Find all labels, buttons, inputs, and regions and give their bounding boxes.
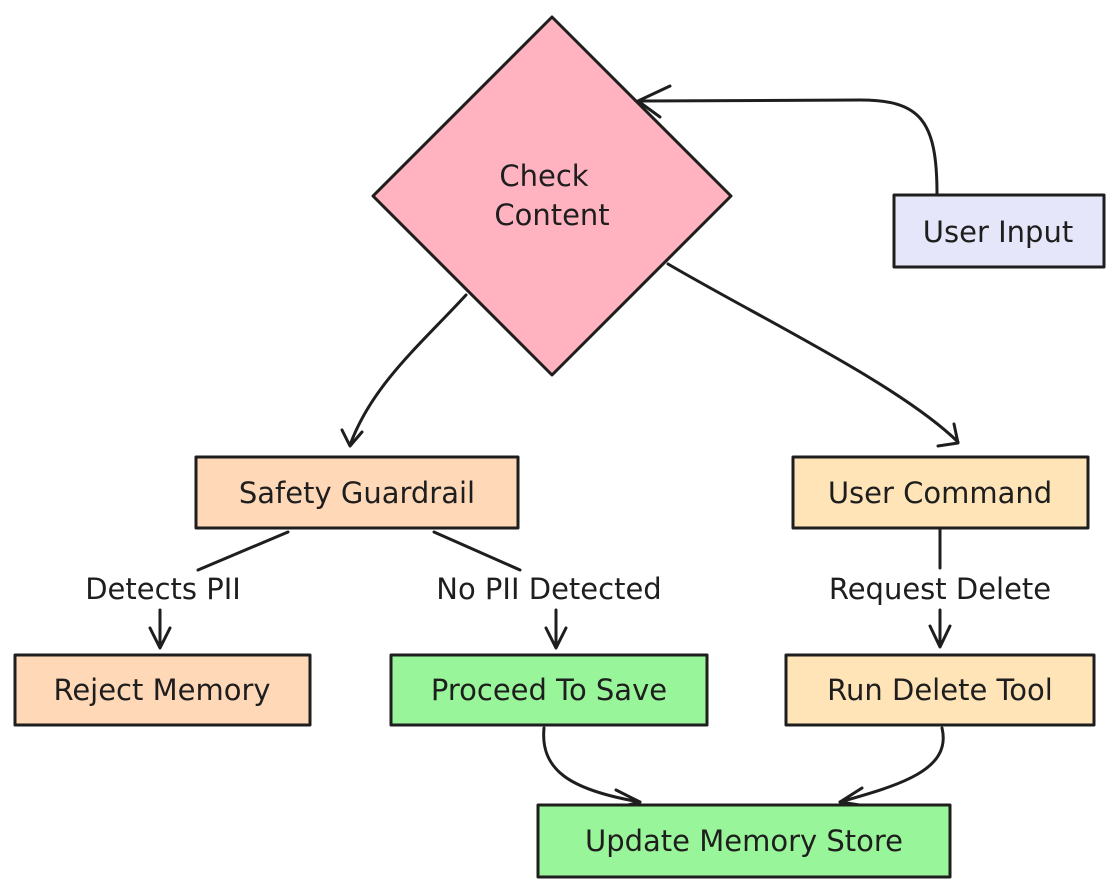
node-proceed-to-save-label: Proceed To Save xyxy=(431,673,667,707)
user-command-box xyxy=(791,455,1090,530)
edge-label-no-pii-detected: No PII Detected xyxy=(436,572,661,606)
node-user-command-label: User Command xyxy=(828,476,1052,510)
edge-safety-guardrail-to-proceed-to-save xyxy=(432,530,568,650)
node-check-content[interactable]: Check Content xyxy=(371,15,733,377)
edge-label-detects-pii: Detects PII xyxy=(85,572,241,606)
edge-label-request-delete: Request Delete xyxy=(829,572,1051,606)
edge-safety-guardrail-to-reject-memory xyxy=(148,530,290,650)
node-run-delete-tool[interactable]: Run Delete Tool xyxy=(784,653,1096,727)
node-user-input[interactable]: User Input xyxy=(892,193,1106,269)
node-user-command[interactable]: User Command xyxy=(791,455,1090,530)
node-user-input-label: User Input xyxy=(923,215,1073,249)
node-update-memory-store-label: Update Memory Store xyxy=(585,824,903,858)
node-safety-guardrail-label: Safety Guardrail xyxy=(239,476,475,510)
edge-run-delete-tool-to-update-memory-store xyxy=(838,726,945,808)
node-safety-guardrail[interactable]: Safety Guardrail xyxy=(194,455,520,530)
node-check-content-label-line1: Check xyxy=(499,159,588,193)
edge-user-command-to-run-delete-tool xyxy=(928,526,952,649)
node-update-memory-store[interactable]: Update Memory Store xyxy=(536,803,952,879)
proceed-to-save-box xyxy=(389,653,709,727)
run-delete-tool-box xyxy=(784,653,1096,727)
edge-proceed-to-save-to-update-memory-store xyxy=(542,726,642,810)
update-memory-store-box xyxy=(536,803,952,879)
node-check-content-label-line2: Content xyxy=(494,198,609,232)
node-proceed-to-save[interactable]: Proceed To Save xyxy=(389,653,709,727)
user-input-box xyxy=(892,193,1106,269)
reject-memory-box xyxy=(13,653,312,727)
edge-check-content-to-user-command xyxy=(666,262,960,448)
node-run-delete-tool-label: Run Delete Tool xyxy=(827,673,1053,707)
node-reject-memory[interactable]: Reject Memory xyxy=(13,653,312,727)
node-reject-memory-label: Reject Memory xyxy=(53,673,270,707)
safety-guardrail-box xyxy=(194,455,520,530)
edge-check-content-to-safety-guardrail xyxy=(340,293,468,448)
decision-diamond-shape xyxy=(371,15,733,377)
